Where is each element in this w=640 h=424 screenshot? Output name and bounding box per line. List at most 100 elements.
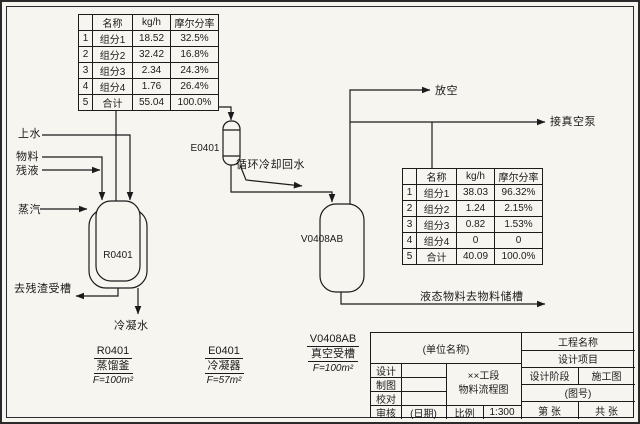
stream-label-liquid-to-storage: 液态物料去物料储槽 xyxy=(420,291,524,303)
titleblock-divider xyxy=(521,384,635,385)
stream-label-steam: 蒸汽 xyxy=(18,204,41,216)
titleblock-scale-value: 1:300 xyxy=(489,406,515,418)
stream-label-cooling-return: 循环冷却回水 xyxy=(236,159,305,171)
vent-line xyxy=(349,86,431,204)
titleblock-item-label: 设计项目 xyxy=(558,355,598,366)
row-index: 5 xyxy=(402,248,417,265)
titleblock-role-review: 审核 xyxy=(376,408,396,420)
stream-label-to-residue-tank: 去残渣受槽 xyxy=(14,283,72,295)
titleblock-divider xyxy=(483,405,484,419)
row-index: 3 xyxy=(78,62,93,79)
cooling-return-line xyxy=(239,164,303,189)
row-index: 5 xyxy=(78,94,93,111)
equipment-block-spec: F=57m² xyxy=(206,375,242,386)
equipment-tag-e0401: E0401 xyxy=(190,143,220,154)
component-name: 组分3 xyxy=(92,62,133,79)
drawing-title-line2: 物料流程图 xyxy=(458,385,509,396)
component-name: 组分4 xyxy=(416,232,457,249)
title-block: (单位名称) 工程名称 设计项目 设计阶段 施工图 (图号) 第 张 共 张 设… xyxy=(370,332,635,420)
header-massflow: kg/h xyxy=(456,168,495,185)
titleblock-sheet-no: 第 张 xyxy=(538,406,561,418)
mass-flow: 38.03 xyxy=(456,184,495,201)
header-cell xyxy=(78,14,93,31)
titleblock-role-draft: 制图 xyxy=(376,380,396,392)
component-name: 组分1 xyxy=(92,30,133,47)
titleblock-role-check: 校对 xyxy=(376,394,396,406)
header-cell xyxy=(402,168,417,185)
stream-label-to-vacuum-pump: 接真空泵 xyxy=(550,116,596,128)
header-molefraction: 摩尔分率 xyxy=(494,168,543,185)
header-massflow: kg/h xyxy=(132,14,171,31)
condensate-line xyxy=(230,165,336,203)
vapor-line xyxy=(115,106,235,201)
row-index: 3 xyxy=(402,216,417,233)
component-name: 组分3 xyxy=(416,216,457,233)
equipment-block-spec: F=100m² xyxy=(92,375,134,386)
mass-flow: 1.24 xyxy=(456,200,495,217)
stream-label-vent: 放空 xyxy=(435,85,458,97)
row-index: 2 xyxy=(78,46,93,63)
titleblock-divider xyxy=(446,363,447,419)
mass-flow: 40.09 xyxy=(456,248,495,265)
equipment-tag-r0401: R0401 xyxy=(103,250,133,261)
equipment-block-tag: E0401 xyxy=(191,344,257,359)
mole-fraction: 100.0% xyxy=(170,94,219,111)
equipment-block-name: 蒸馏釜 xyxy=(80,359,146,374)
mass-flow: 55.04 xyxy=(132,94,171,111)
stream-label-condensate-water: 冷凝水 xyxy=(114,320,149,332)
header-molefraction: 摩尔分率 xyxy=(170,14,219,31)
row-index: 1 xyxy=(78,30,93,47)
titleblock-role-design: 设计 xyxy=(376,366,396,378)
mole-fraction: 26.4% xyxy=(170,78,219,95)
titleblock-divider xyxy=(371,391,446,392)
mole-fraction: 2.15% xyxy=(494,200,543,217)
row-index: 4 xyxy=(402,232,417,249)
titleblock-divider xyxy=(578,367,579,384)
residue-outlet-line xyxy=(75,288,119,300)
titleblock-divider xyxy=(521,350,635,351)
equipment-block-tag: R0401 xyxy=(80,344,146,359)
mole-fraction: 16.8% xyxy=(170,46,219,63)
mass-flow: 32.42 xyxy=(132,46,171,63)
v0408ab-vessel xyxy=(319,203,365,293)
titleblock-drawing-no: (图号) xyxy=(564,389,592,400)
equipment-block-spec: F=100m² xyxy=(312,363,354,374)
titleblock-stage-label: 设计阶段 xyxy=(529,372,570,383)
component-name: 组分4 xyxy=(92,78,133,95)
titleblock-divider xyxy=(521,333,522,419)
titleblock-divider xyxy=(578,401,579,419)
mole-fraction: 0 xyxy=(494,232,543,249)
titleblock-drawing-title: ××工段 物料流程图 xyxy=(446,363,521,405)
mass-flow: 0 xyxy=(456,232,495,249)
titleblock-divider xyxy=(401,363,402,419)
component-name: 组分2 xyxy=(92,46,133,63)
mole-fraction: 100.0% xyxy=(494,248,543,265)
equipment-block-v0408ab: V0408AB 真空受槽 F=100m² xyxy=(298,332,368,376)
drawing-title-line1: ××工段 xyxy=(467,371,500,382)
mole-fraction: 32.5% xyxy=(170,30,219,47)
row-index: 4 xyxy=(78,78,93,95)
titleblock-sheet-total: 共 张 xyxy=(595,406,618,418)
component-name: 组分2 xyxy=(416,200,457,217)
stream-label-residue: 残液 xyxy=(16,165,39,177)
feed-line xyxy=(42,156,106,201)
equipment-block-name: 真空受槽 xyxy=(298,347,368,362)
stream-label-feed: 物料 xyxy=(16,151,39,163)
titleblock-divider xyxy=(371,377,446,378)
titleblock-unit-name: (单位名称) xyxy=(422,344,470,356)
mass-flow: 18.52 xyxy=(132,30,171,47)
component-name: 组分1 xyxy=(416,184,457,201)
